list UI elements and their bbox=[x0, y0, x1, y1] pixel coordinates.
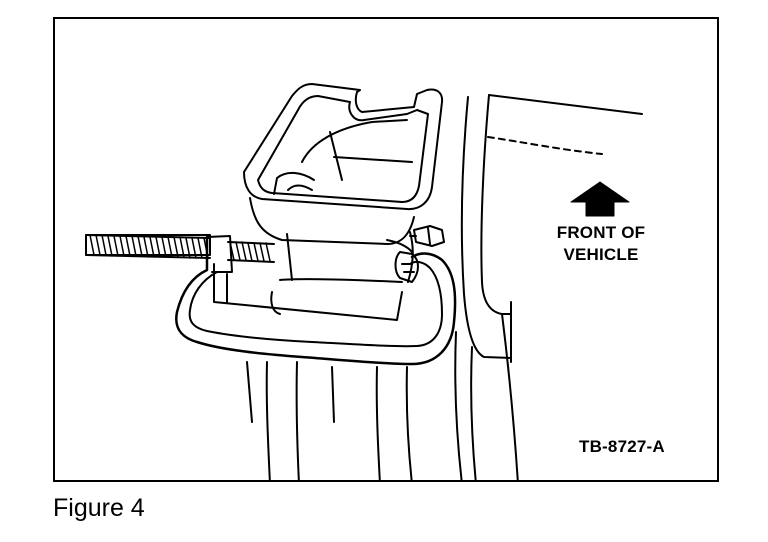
c-clamp-frame bbox=[175, 235, 457, 366]
lower-support bbox=[246, 361, 413, 480]
drawing-id: TB-8727-A bbox=[579, 437, 665, 456]
bolt-head bbox=[409, 225, 445, 247]
technical-illustration bbox=[85, 83, 643, 480]
threaded-rod bbox=[85, 234, 275, 263]
up-arrow-icon bbox=[570, 181, 630, 217]
bumper-bracket bbox=[243, 83, 444, 315]
figure-frame: FRONT OF VEHICLE bbox=[53, 17, 719, 482]
figure-caption: Figure 4 bbox=[53, 494, 145, 522]
vehicle-body-panel bbox=[454, 94, 643, 480]
direction-label-line2: VEHICLE bbox=[563, 245, 639, 264]
direction-label-line1: FRONT OF bbox=[556, 223, 646, 242]
direction-label: FRONT OF VEHICLE bbox=[545, 222, 657, 266]
